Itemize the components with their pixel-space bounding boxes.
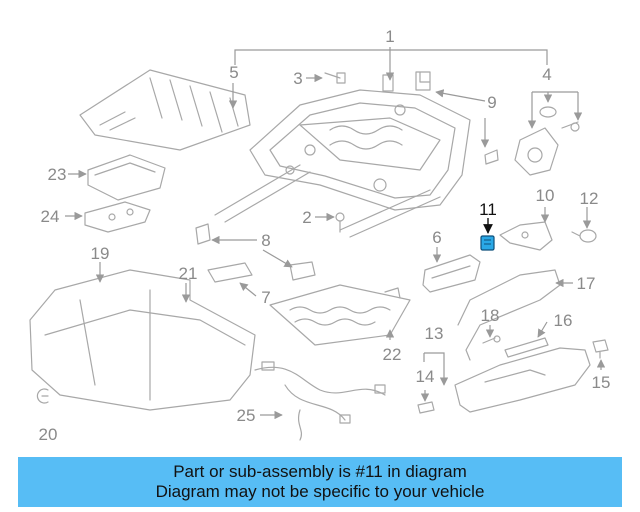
bolt-3-part (324, 72, 346, 84)
label-9: 9 (487, 93, 496, 112)
banner-line-part-number: Part or sub-assembly is #11 in diagram (173, 462, 467, 481)
clip-20-part (36, 388, 49, 404)
label-20: 20 (39, 425, 58, 444)
knob-12-part (571, 229, 597, 243)
screw-18-part (482, 335, 501, 344)
clip-15-part (592, 339, 609, 359)
switch-11-part (480, 235, 495, 251)
label-24: 24 (41, 207, 60, 226)
label-18: 18 (481, 306, 500, 325)
label-13: 13 (425, 324, 444, 343)
label-14: 14 (416, 367, 435, 386)
cushion-mat-part (79, 69, 251, 151)
clip-9-part (415, 71, 499, 165)
label-12: 12 (580, 189, 599, 208)
info-banner: Part or sub-assembly is #11 in diagram D… (18, 457, 622, 507)
bracket-10-part (499, 221, 553, 251)
seat-cushion-19-part (29, 269, 256, 411)
strip-16-part (504, 337, 549, 358)
leader-lines (65, 47, 606, 420)
side-cover-6-part (422, 254, 481, 293)
recliner-cover-4-part (514, 106, 580, 176)
callout-labels: 1 2 3 4 5 6 7 8 9 10 11 12 13 14 15 16 1… (39, 27, 611, 444)
label-16: 16 (554, 311, 573, 330)
label-19: 19 (91, 244, 110, 263)
banner-line-disclaimer: Diagram may not be specific to your vehi… (155, 482, 485, 501)
pad-21-part (207, 262, 253, 283)
label-1: 1 (385, 27, 394, 46)
screw-2-part (335, 212, 345, 233)
label-10: 10 (536, 186, 555, 205)
clip-14-part (417, 401, 435, 414)
seat-frame-part (214, 74, 471, 238)
parts-diagram: 1 2 3 4 5 6 7 8 9 10 11 12 13 14 15 16 1… (29, 27, 611, 444)
label-22: 22 (383, 345, 402, 364)
control-module-23-part (87, 154, 166, 201)
wiring-harness-25-part (254, 361, 386, 441)
label-15: 15 (592, 373, 611, 392)
label-25: 25 (237, 406, 256, 425)
label-5: 5 (229, 63, 238, 82)
bracket-24-part (84, 201, 151, 233)
label-3: 3 (293, 69, 302, 88)
label-8: 8 (261, 231, 270, 250)
label-17: 17 (577, 274, 596, 293)
label-4: 4 (542, 65, 551, 84)
label-6: 6 (432, 228, 441, 247)
label-2: 2 (302, 208, 311, 227)
label-23: 23 (48, 165, 67, 184)
label-21: 21 (179, 264, 198, 283)
label-7: 7 (261, 288, 270, 307)
side-shield-13-part (454, 347, 591, 413)
clip-8-part (195, 223, 316, 281)
heater-mat-22-part (269, 284, 411, 346)
label-11-highlighted: 11 (479, 200, 497, 219)
